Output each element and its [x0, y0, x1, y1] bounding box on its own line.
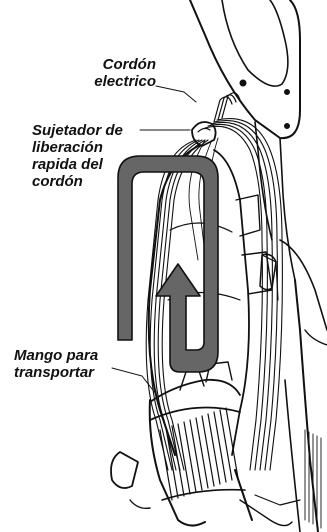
carry-handle — [111, 362, 300, 526]
vacuum-body-right — [280, 240, 327, 532]
cord-label: Cordón electrico — [72, 56, 156, 90]
cord-leader-line — [156, 86, 196, 102]
release-clip-label: Sujetador de liberación rapida del cordó… — [32, 122, 123, 190]
handle-label: Mango para transportar — [14, 347, 98, 381]
